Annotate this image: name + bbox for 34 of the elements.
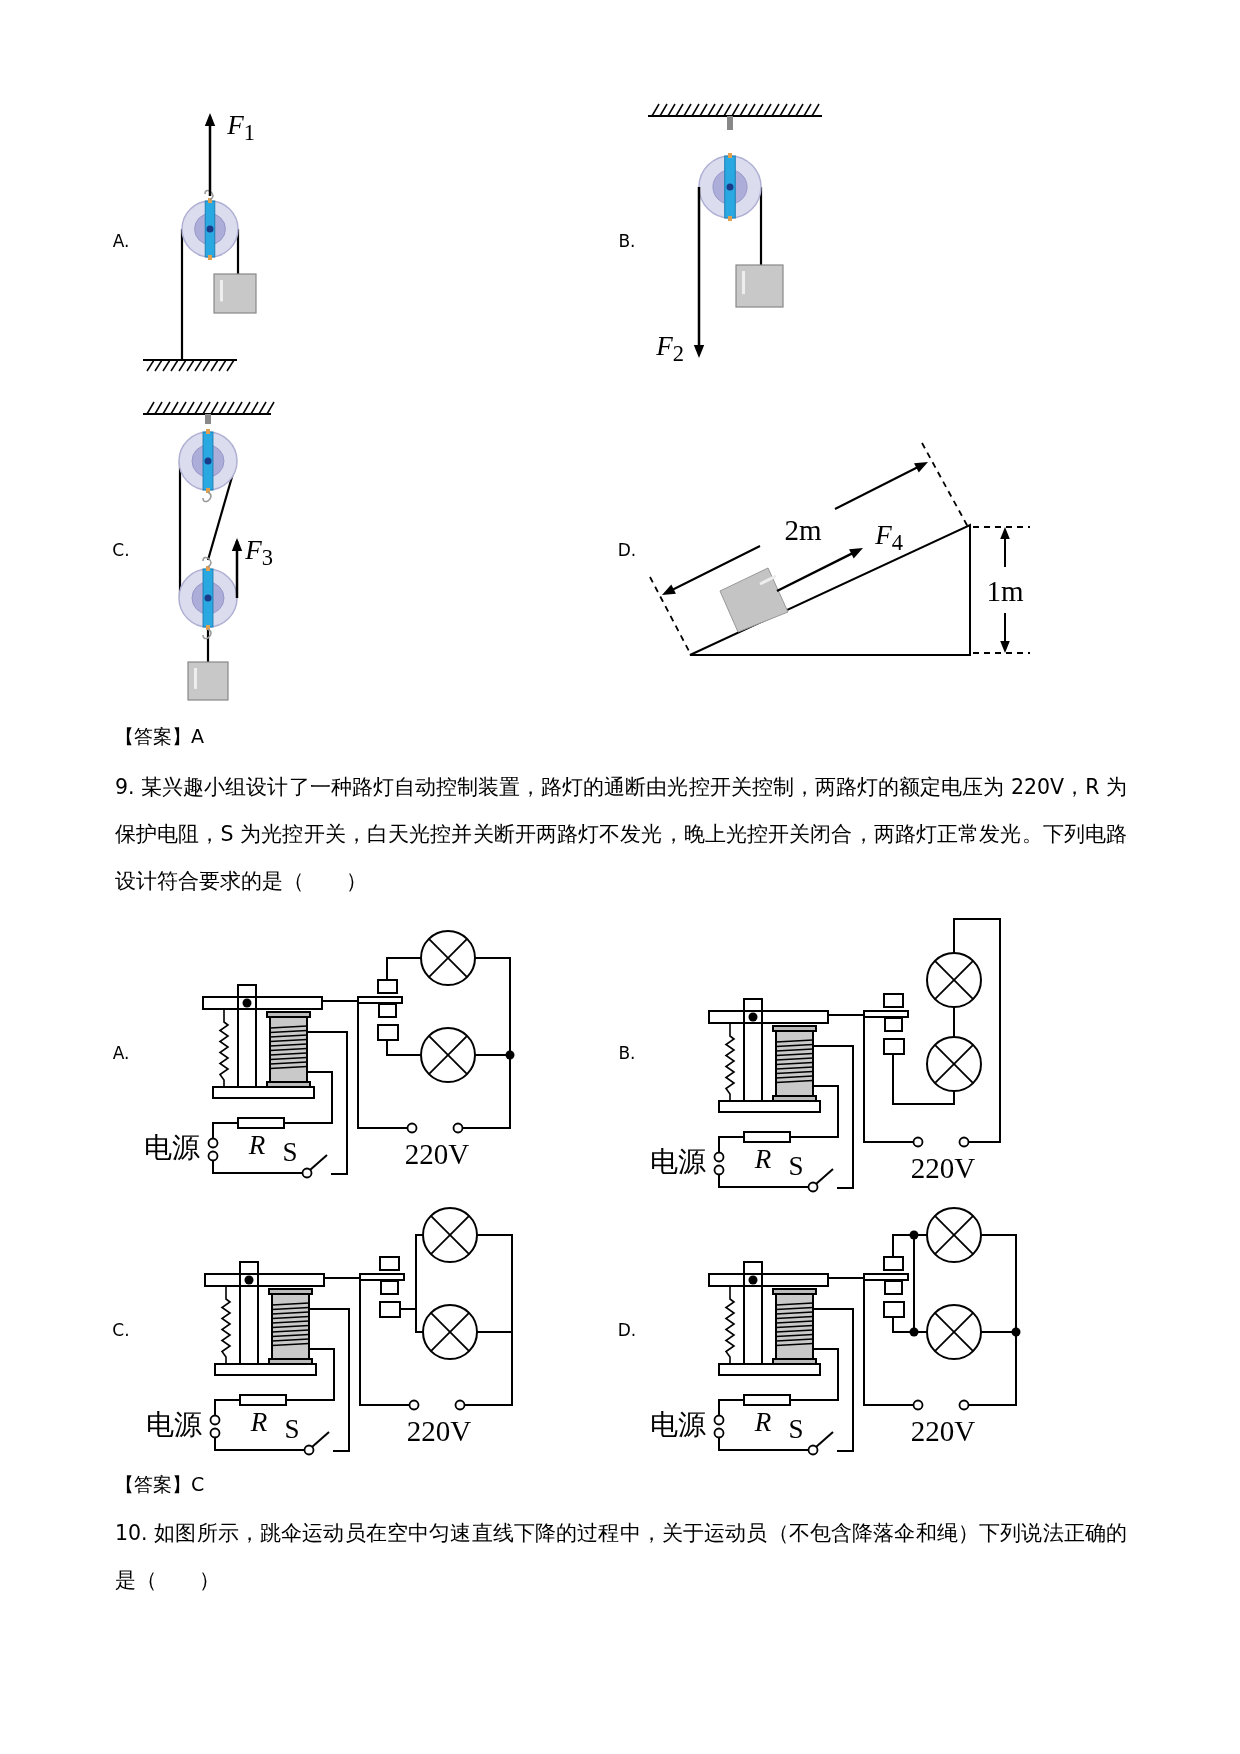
resistor-label: R (250, 1408, 268, 1436)
power-supply-label: 电源 (650, 1411, 706, 1439)
option-label: C. (112, 541, 130, 559)
dimension-label: 1m (986, 576, 1024, 606)
power-supply-label: 电源 (650, 1148, 706, 1176)
option-label: B. (618, 1044, 636, 1062)
option-label: D. (617, 541, 637, 559)
question-text: 9. 某兴趣小组设计了一种路灯自动控制装置，路灯的通断由光控开关控制，两路灯的额定电压为 220V，R 为保护电阻，S 为光控开关，白天光控并关断开两路灯不发光，晚上光控开关闭合，两路灯正常发光。下列电路设计符合要求的是（ ） (115, 774, 1127, 895)
dimension-label: 2m (784, 515, 822, 545)
answer-text: 【答案】C (115, 1474, 205, 1494)
question-text: 10. 如图所示，跳伞运动员在空中匀速直线下降的过程中，关于运动员（不包含降落伞和绳）下列说法正确的是（ ） (115, 1520, 1127, 1594)
switch-label: S (282, 1138, 298, 1166)
voltage-label: 220V (406, 1416, 472, 1446)
switch-label: S (788, 1152, 804, 1180)
force-label: F$_{2}$ (656, 332, 684, 366)
voltage-label: 220V (910, 1153, 976, 1183)
voltage-label: 220V (404, 1139, 470, 1169)
voltage-label: 220V (910, 1416, 976, 1446)
power-supply-label: 电源 (144, 1134, 200, 1162)
force-label: F$_{1}$ (227, 111, 255, 145)
force-label: F$_{4}$ (875, 521, 903, 555)
force-label: F$_{3}$ (245, 536, 273, 570)
switch-label: S (284, 1415, 300, 1443)
answer-text: 【答案】A (115, 726, 204, 746)
power-supply-label: 电源 (146, 1411, 202, 1439)
option-label: A. (112, 232, 130, 250)
resistor-label: R (248, 1131, 266, 1159)
resistor-label: R (754, 1145, 772, 1173)
switch-label: S (788, 1415, 804, 1443)
option-label: A. (112, 1044, 130, 1062)
option-label: D. (617, 1321, 637, 1339)
option-label: C. (112, 1321, 130, 1339)
option-label: B. (618, 232, 636, 250)
resistor-label: R (754, 1408, 772, 1436)
